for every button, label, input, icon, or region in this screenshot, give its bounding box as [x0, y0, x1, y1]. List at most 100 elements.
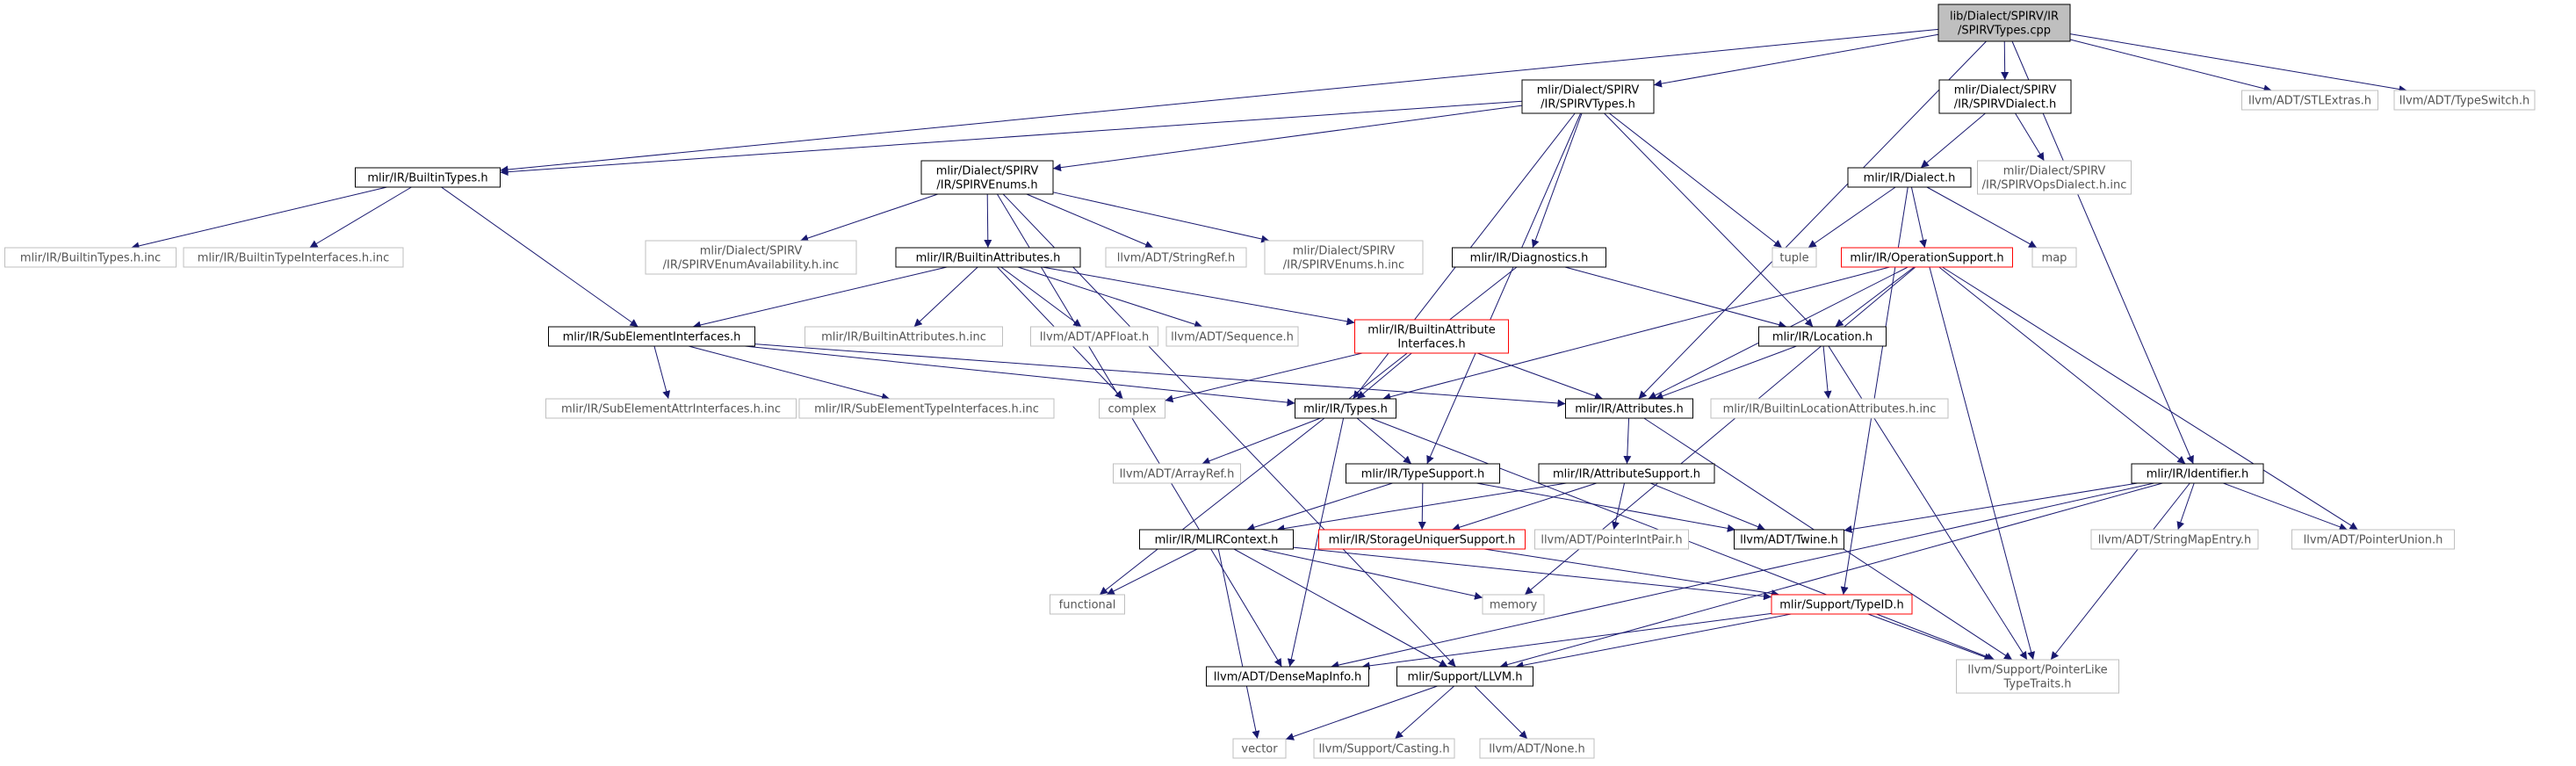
node-box: [2241, 90, 2378, 111]
node-spirvdialect_h[interactable]: mlir/Dialect/SPIRV/IR/SPIRVDialect.h: [1938, 79, 2072, 114]
node-label: llvm/ADT/StringMapEntry.h: [2098, 534, 2252, 547]
node-builtintypes_inc[interactable]: mlir/IR/BuiltinTypes.h.inc: [4, 247, 177, 268]
edge-root-to-builtintypes_h: [500, 28, 1939, 174]
node-label: tuple: [1779, 252, 1808, 265]
node-box: [1099, 398, 1165, 419]
node-label: llvm/ADT/TypeSwitch.h: [2399, 95, 2529, 108]
node-label: llvm/ADT/Twine.h: [1740, 534, 1838, 547]
node-stringmapentry[interactable]: llvm/ADT/StringMapEntry.h: [2090, 529, 2259, 550]
node-label: /IR/SPIRVTypes.h: [1541, 98, 1635, 112]
node-root[interactable]: lib/Dialect/SPIRV/IR/SPIRVTypes.cpp: [1937, 4, 2071, 42]
node-subelemtype_inc[interactable]: mlir/IR/SubElementTypeInterfaces.h.inc: [798, 398, 1055, 419]
node-spirvenums_h[interactable]: mlir/Dialect/SPIRV/IR/SPIRVEnums.h: [920, 160, 1054, 195]
edge-spirvenums_h-to-spirvenums_inc: [1052, 192, 1270, 243]
edge-dialect_h-to-map: [1926, 186, 2038, 249]
node-label: /IR/SPIRVEnumAvailability.h.inc: [663, 259, 840, 272]
node-label: mlir/Dialect/SPIRV: [1537, 84, 1640, 98]
node-map[interactable]: map: [2031, 247, 2077, 268]
node-memory[interactable]: memory: [1482, 594, 1545, 615]
node-box: [645, 240, 857, 275]
node-typeid_h[interactable]: mlir/Support/TypeID.h: [1771, 594, 1913, 615]
node-box: [1206, 666, 1369, 687]
node-none[interactable]: llvm/ADT/None.h: [1479, 738, 1595, 759]
edge-mlircontext_h-to-memory: [1260, 548, 1483, 600]
node-label: memory: [1490, 599, 1538, 612]
node-spirvopsdialect_inc[interactable]: mlir/Dialect/SPIRV/IR/SPIRVOpsDialect.h.…: [1977, 160, 2132, 195]
node-box: [1318, 529, 1526, 550]
edge-identifier_h-to-stringmapentry: [2176, 482, 2195, 531]
edge-opsupport_h-to-pointerunion: [1942, 266, 2358, 531]
node-label: mlir/IR/Identifier.h: [2147, 468, 2249, 481]
node-box: [355, 167, 501, 188]
node-attrsupport_h[interactable]: mlir/IR/AttributeSupport.h: [1538, 463, 1715, 484]
node-subelemint_h[interactable]: mlir/IR/SubElementInterfaces.h: [548, 326, 755, 347]
node-enumavail_inc[interactable]: mlir/Dialect/SPIRV/IR/SPIRVEnumAvailabil…: [645, 240, 857, 275]
node-box: [920, 160, 1054, 195]
node-label: mlir/IR/BuiltinAttributes.h: [916, 252, 1061, 265]
node-label: complex: [1108, 403, 1156, 416]
node-sequence[interactable]: llvm/ADT/Sequence.h: [1165, 326, 1299, 347]
edge-spirvenums_h-to-builtinattributes_h: [984, 193, 992, 249]
node-box: [1295, 398, 1396, 419]
node-opsupport_h[interactable]: mlir/IR/OperationSupport.h: [1841, 247, 2013, 268]
node-box: [1346, 463, 1500, 484]
node-diagnostics_h[interactable]: mlir/IR/Diagnostics.h: [1452, 247, 1606, 268]
node-vector[interactable]: vector: [1232, 738, 1287, 759]
edge-builtintypes_h-to-subelemint_h: [441, 186, 639, 328]
node-attributes_h[interactable]: mlir/IR/Attributes.h: [1565, 398, 1693, 419]
edge-spirvtypes_h-to-spirvenums_h: [1052, 105, 1523, 172]
node-label: mlir/IR/Types.h: [1303, 403, 1388, 416]
node-builtintypes_h[interactable]: mlir/IR/BuiltinTypes.h: [355, 167, 501, 188]
node-label: TypeTraits.h: [2002, 678, 2071, 691]
edge-spirvenums_h-to-llvm_h: [1002, 193, 1456, 668]
edge-spirvdialect_h-to-spirvopsdialect_inc: [2015, 112, 2045, 162]
edge-spirvtypes_h-to-tuple: [1609, 112, 1783, 249]
node-twine[interactable]: llvm/ADT/Twine.h: [1734, 529, 1844, 550]
node-storageuniquer_h[interactable]: mlir/IR/StorageUniquerSupport.h: [1318, 529, 1526, 550]
node-stlextras[interactable]: llvm/ADT/STLExtras.h: [2241, 90, 2378, 111]
edge-subelemint_h-to-subelemattr_inc: [653, 345, 671, 400]
node-llvm_h[interactable]: mlir/Support/LLVM.h: [1396, 666, 1533, 687]
edge-builtinattributes_h-to-builtinattrint_h: [1042, 266, 1355, 326]
node-mlircontext_h[interactable]: mlir/IR/MLIRContext.h: [1139, 529, 1294, 550]
node-typeswitch[interactable]: llvm/ADT/TypeSwitch.h: [2393, 90, 2536, 111]
edge-typeid_h-to-densemapinfo: [1361, 612, 1772, 670]
edge-attrsupport_h-to-twine: [1649, 482, 1766, 531]
node-tuple[interactable]: tuple: [1771, 247, 1817, 268]
node-builtinattributes_h[interactable]: mlir/IR/BuiltinAttributes.h: [895, 247, 1081, 268]
node-casting[interactable]: llvm/Support/Casting.h: [1313, 738, 1455, 759]
edge-typesupport_h-to-twine: [1476, 482, 1735, 532]
node-builtinattributes_inc[interactable]: mlir/IR/BuiltinAttributes.h.inc: [805, 326, 1003, 347]
node-types_h[interactable]: mlir/IR/Types.h: [1295, 398, 1396, 419]
node-label: llvm/ADT/Sequence.h: [1171, 331, 1294, 344]
node-label: mlir/Dialect/SPIRV: [1293, 245, 1396, 258]
node-functional[interactable]: functional: [1050, 594, 1125, 615]
node-pointerunion[interactable]: llvm/ADT/PointerUnion.h: [2291, 529, 2455, 550]
node-dialect_h[interactable]: mlir/IR/Dialect.h: [1847, 167, 1972, 188]
node-arrayref[interactable]: llvm/ADT/ArrayRef.h: [1113, 463, 1241, 484]
node-complex[interactable]: complex: [1099, 398, 1165, 419]
node-identifier_h[interactable]: mlir/IR/Identifier.h: [2131, 463, 2264, 484]
edge-builtinattributes_h-to-subelemint_h: [692, 266, 948, 329]
node-builtinlocattr_inc[interactable]: mlir/IR/BuiltinLocationAttributes.h.inc: [1710, 398, 1949, 419]
node-subelemattr_inc[interactable]: mlir/IR/SubElementAttrInterfaces.h.inc: [545, 398, 797, 419]
node-box: [1113, 463, 1241, 484]
node-label: mlir/IR/Diagnostics.h: [1470, 252, 1589, 265]
node-location_h[interactable]: mlir/IR/Location.h: [1758, 326, 1887, 347]
node-spirvtypes_h[interactable]: mlir/Dialect/SPIRV/IR/SPIRVTypes.h: [1521, 79, 1655, 114]
node-densemapinfo[interactable]: llvm/ADT/DenseMapInfo.h: [1206, 666, 1369, 687]
node-label: /IR/SPIRVEnums.h: [936, 179, 1037, 192]
node-stringref[interactable]: llvm/ADT/StringRef.h: [1105, 247, 1247, 268]
node-pointerintpair[interactable]: llvm/ADT/PointerIntPair.h: [1534, 529, 1689, 550]
node-spirvenums_inc[interactable]: mlir/Dialect/SPIRV/IR/SPIRVEnums.h.inc: [1264, 240, 1424, 275]
edge-location_h-to-attributes_h: [1655, 345, 1797, 401]
node-label: mlir/IR/Attributes.h: [1575, 403, 1683, 416]
edge-builtinattributes_h-to-sequence: [1017, 266, 1203, 329]
node-apfloat[interactable]: llvm/ADT/APFloat.h: [1030, 326, 1158, 347]
node-label: mlir/IR/SubElementInterfaces.h: [563, 331, 741, 344]
node-builtintypeinterfaces_inc[interactable]: mlir/IR/BuiltinTypeInterfaces.h.inc: [183, 247, 404, 268]
edge-opsupport_h-to-types_h: [1382, 266, 1890, 401]
node-typesupport_h[interactable]: mlir/IR/TypeSupport.h: [1346, 463, 1500, 484]
